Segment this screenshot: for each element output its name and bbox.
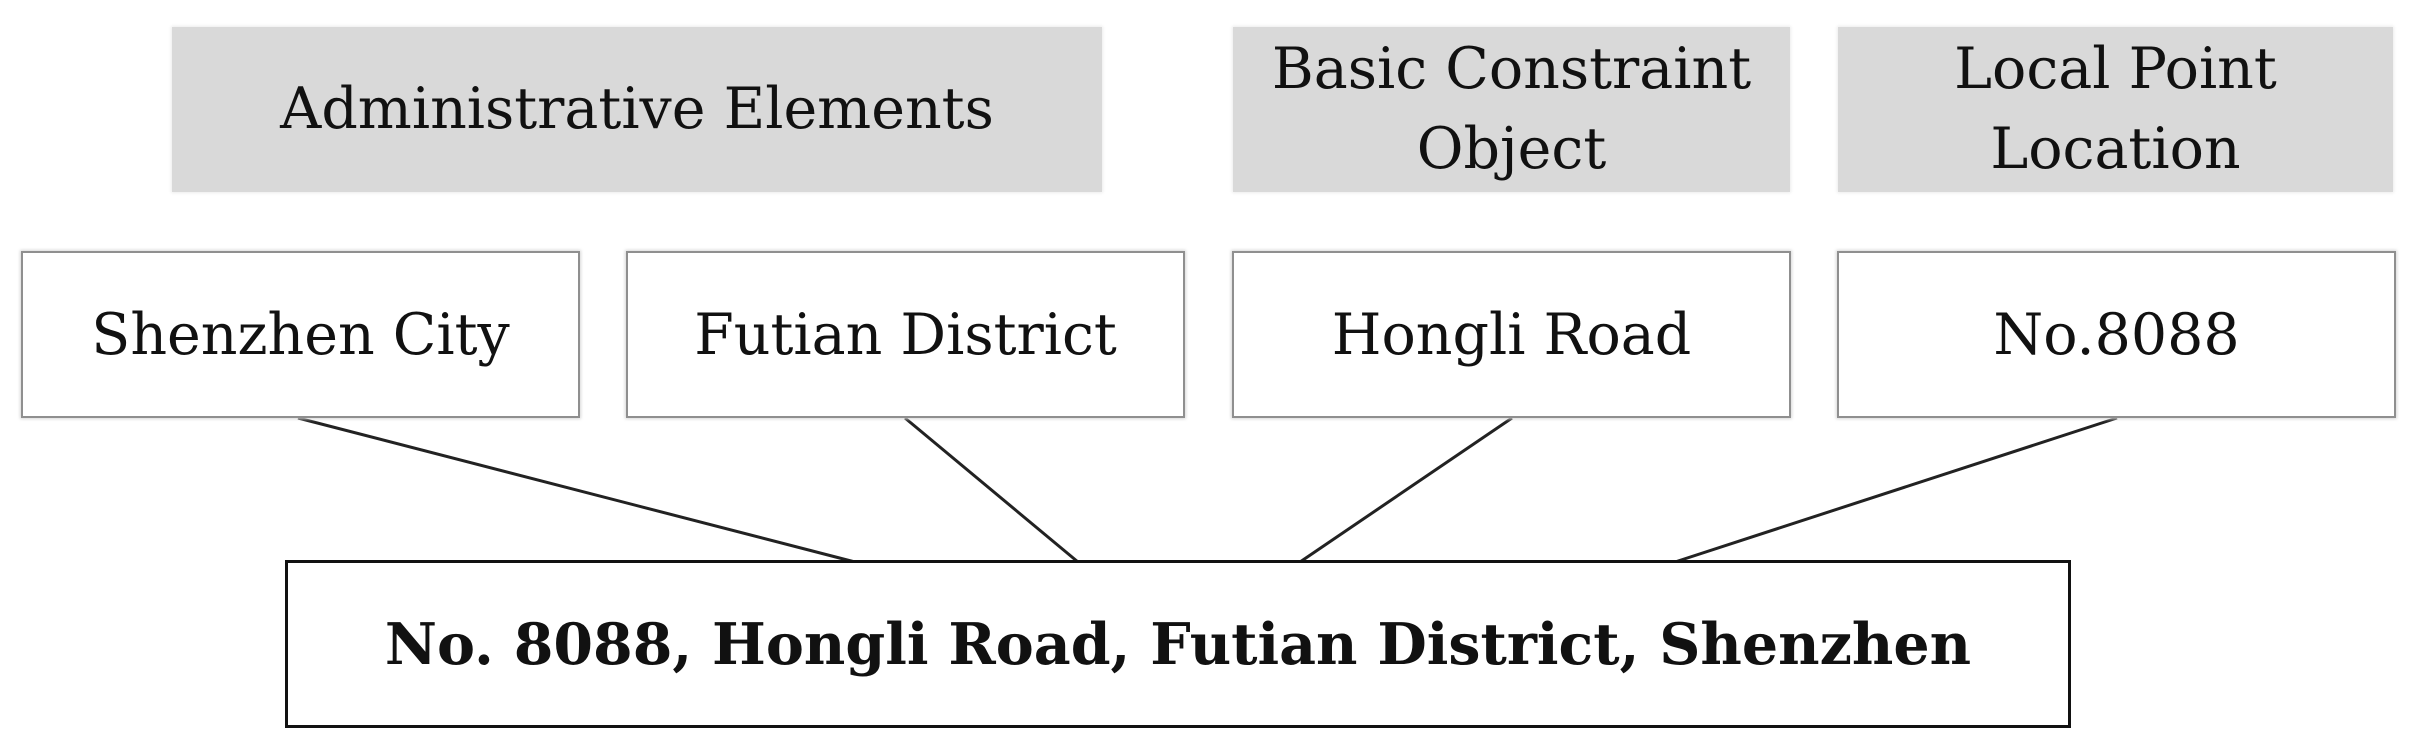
category-local-point-location: Local Point Location xyxy=(1838,27,2393,192)
category-administrative-elements: Administrative Elements xyxy=(172,27,1102,192)
component-number-label: No.8088 xyxy=(1993,301,2240,368)
component-futian-district: Futian District xyxy=(626,251,1185,418)
category-local-point-label: Local Point Location xyxy=(1954,35,2277,182)
component-district-label: Futian District xyxy=(694,301,1117,368)
category-administrative-label: Administrative Elements xyxy=(280,75,994,142)
component-road-label: Hongli Road xyxy=(1331,301,1692,368)
category-basic-constraint-label: Basic Constraint Object xyxy=(1271,35,1752,182)
full-address-box: No. 8088, Hongli Road, Futian District, … xyxy=(285,560,2071,728)
full-address-label: No. 8088, Hongli Road, Futian District, … xyxy=(384,610,1972,678)
component-city-label: Shenzhen City xyxy=(91,301,510,368)
connector-number xyxy=(1674,416,2118,564)
connector-district xyxy=(904,416,1079,564)
connector-city xyxy=(297,416,856,564)
connector-road xyxy=(1299,416,1513,564)
component-number: No.8088 xyxy=(1837,251,2396,418)
component-shenzhen-city: Shenzhen City xyxy=(21,251,580,418)
component-hongli-road: Hongli Road xyxy=(1232,251,1791,418)
category-basic-constraint-object: Basic Constraint Object xyxy=(1233,27,1790,192)
